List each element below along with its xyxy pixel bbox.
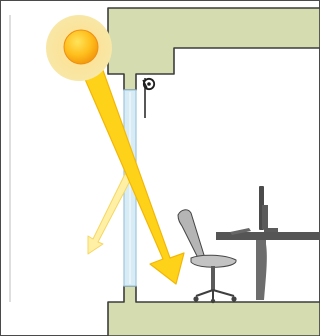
ceiling-slab xyxy=(107,7,320,91)
keyboard-icon xyxy=(230,228,251,235)
desk-leg xyxy=(256,240,267,300)
desk-top xyxy=(216,232,320,240)
floor-slab xyxy=(107,285,320,336)
direct-sunlight-ray xyxy=(74,47,185,285)
office-chair-icon xyxy=(177,209,237,304)
blind-crank-icon xyxy=(142,77,156,118)
monitor-icon xyxy=(259,186,278,232)
reflected-light-ray xyxy=(87,173,133,255)
sun-icon xyxy=(46,15,112,81)
desk-icon xyxy=(216,232,320,300)
